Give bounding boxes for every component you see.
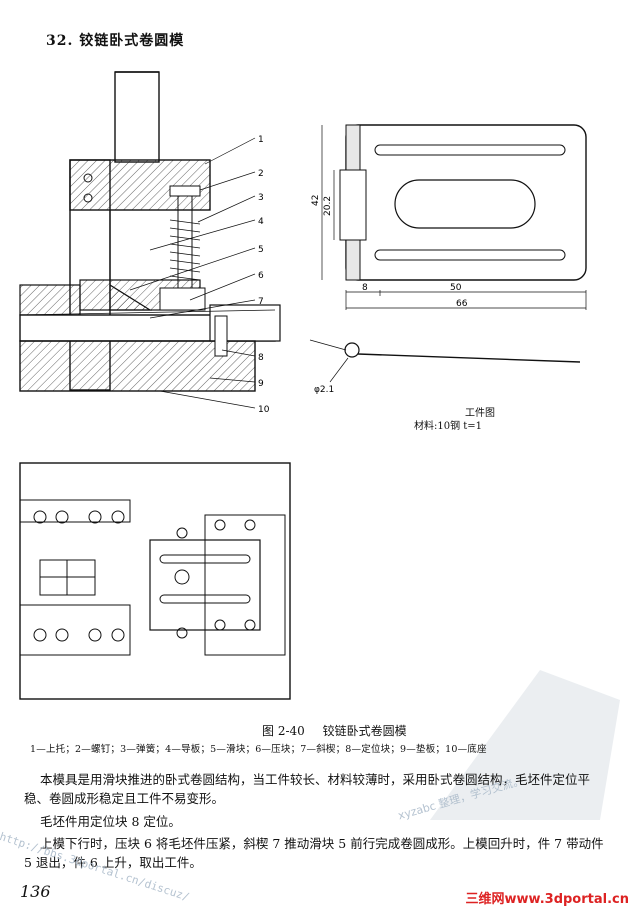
dim-width-50: 50	[450, 283, 462, 293]
part-number-6: 6	[258, 271, 264, 281]
part-number-2: 2	[258, 169, 264, 179]
paragraph-1: 本模具是用滑块推进的卧式卷圆结构，当工件较长、材料较薄时，采用卧式卷圆结构，毛坯…	[24, 772, 591, 806]
figure-caption: 图 2-40 铰链卧式卷圆模	[262, 722, 407, 739]
part-number-4: 4	[258, 217, 264, 227]
footer-brand: 三维网www.3dportal.cn	[465, 892, 629, 907]
part-number-1: 1	[258, 135, 264, 145]
dim-height-42: 42	[311, 195, 321, 206]
figure-legend: 1—上托；2—螺钉；3—弹簧；4—导板；5—滑块；6—压块；7—斜楔；8—定位块…	[30, 744, 487, 755]
part-number-10: 10	[258, 405, 270, 415]
part-number-3: 3	[258, 193, 264, 203]
dim-width-66: 66	[456, 299, 468, 309]
part-number-9: 9	[258, 379, 264, 389]
die-plan-view	[19, 462, 291, 700]
die-section-view: 1 2 3 4 5 6 7 8 9 10	[19, 71, 281, 415]
watermark-logo	[430, 670, 620, 820]
dim-diameter: φ2.1	[314, 385, 334, 395]
dim-height-20: 20.2	[323, 196, 333, 216]
workpiece-label: 工件图	[465, 408, 495, 419]
dim-width-8: 8	[362, 283, 368, 293]
workpiece-drawing: 42 20.2 8 50 66 φ2.1	[309, 124, 587, 395]
figure-number: 图 2-40	[262, 724, 305, 738]
section-title: 32. 铰链卧式卷圆模	[46, 33, 185, 49]
paragraph-2: 毛坯件用定位块 8 定位。	[40, 814, 181, 829]
figure-title: 铰链卧式卷圆模	[322, 724, 407, 738]
paragraph-3: 上模下行时，压块 6 将毛坯件压紧，斜楔 7 推动滑块 5 前行完成卷圆成形。上…	[24, 836, 604, 870]
part-number-8: 8	[258, 353, 264, 363]
material-label: 材料:10钢 t=1	[414, 421, 483, 432]
part-number-5: 5	[258, 245, 264, 255]
page-number: 136	[20, 882, 51, 901]
part-number-7: 7	[258, 297, 264, 307]
